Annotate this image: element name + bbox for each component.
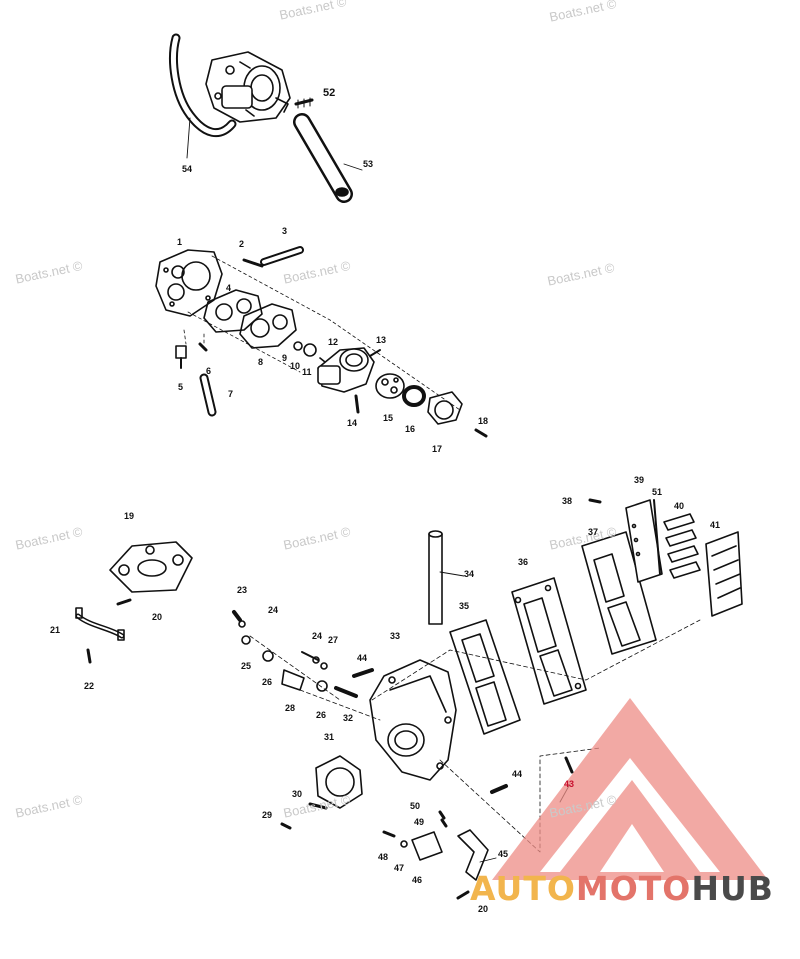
callout-label: 54	[182, 164, 193, 174]
callout-label: 4	[226, 283, 232, 293]
callout-label: 26	[316, 710, 327, 720]
callout-label: 20	[152, 612, 163, 622]
callout-label: 14	[347, 418, 358, 428]
callout-label: 3	[282, 226, 288, 236]
callout-label: 15	[383, 413, 394, 423]
bracket-19	[109, 541, 193, 593]
callout-label: 47	[394, 863, 405, 873]
callout-label: 50	[410, 801, 421, 811]
hose-53	[293, 113, 353, 203]
reed-block-41	[705, 531, 743, 617]
reed-block-33	[369, 659, 457, 781]
callout-label: 31	[324, 732, 335, 742]
callout-label: 46	[412, 875, 423, 885]
callout-label: 52	[323, 87, 336, 99]
callout-label: 22	[84, 681, 95, 691]
bracket-46	[411, 831, 443, 861]
callout-label: 12	[328, 337, 339, 347]
callout-label: 13	[376, 335, 387, 345]
callout-label: 24	[268, 605, 279, 615]
callout-label: 18	[478, 416, 489, 426]
fuel-pump-assembly	[205, 51, 291, 123]
callout-label: 16	[405, 424, 416, 434]
callout-label: 33	[390, 631, 401, 641]
gasket-37	[581, 531, 657, 655]
callout-label: 23	[237, 585, 248, 595]
callout-label: 30	[292, 789, 303, 799]
hose-54	[169, 33, 237, 138]
lever-45	[457, 829, 489, 881]
callout-label: 19	[124, 511, 135, 521]
callout-label: 9	[282, 353, 288, 363]
callout-label: 44	[512, 769, 523, 779]
callout-label: 5	[178, 382, 184, 392]
callout-label: 25	[241, 661, 252, 671]
callout-label: 41	[710, 520, 721, 530]
callout-label: 37	[588, 527, 599, 537]
callout-label: 53	[363, 159, 374, 169]
callout-label: 8	[258, 357, 264, 367]
callout-label: 40	[674, 501, 685, 511]
screw-2-hose-3	[242, 246, 304, 268]
callout-label: 49	[414, 817, 425, 827]
gasket-35	[449, 619, 521, 735]
callout-label: 1	[177, 237, 183, 247]
callout-label: 11	[302, 367, 312, 377]
callout-label: 6	[206, 366, 212, 376]
plate-36	[511, 577, 587, 705]
brand-logo-text: AUTOMOTOHUB	[470, 872, 774, 905]
linkage-23-32	[232, 610, 374, 698]
callout-label: 24	[312, 631, 323, 641]
callout-label: 38	[562, 496, 573, 506]
callout-label: 44	[357, 653, 368, 663]
callout-label: 34	[464, 569, 475, 579]
callout-label-highlighted: 43	[564, 779, 575, 789]
brand-part-auto: AUTO	[470, 869, 576, 908]
callout-label: 32	[343, 713, 354, 723]
callout-label: 2	[239, 239, 245, 249]
callout-label: 45	[498, 849, 509, 859]
callout-label: 28	[285, 703, 296, 713]
clamp-21	[75, 607, 125, 641]
brand-part-hub: HUB	[691, 869, 774, 908]
callout-label: 10	[290, 361, 301, 371]
reed-petals-40	[663, 513, 701, 579]
gasket-4-8	[203, 289, 297, 349]
callout-label: 39	[634, 475, 645, 485]
callout-label: 48	[378, 852, 389, 862]
part-52	[294, 97, 314, 109]
pump-parts-9-18	[293, 341, 488, 438]
gasket-31	[315, 755, 363, 809]
callout-label: 20	[478, 904, 489, 914]
rod-34	[428, 530, 443, 625]
callout-label: 51	[652, 487, 663, 497]
callout-label: 27	[328, 635, 339, 645]
callout-label: 17	[432, 444, 443, 454]
brand-logo-triangle	[492, 698, 768, 880]
fitting-5-6-hose-7	[175, 342, 217, 417]
callout-label: 26	[262, 677, 273, 687]
pump-cover-1	[155, 249, 223, 317]
callout-label: 36	[518, 557, 529, 567]
callout-label: 7	[228, 389, 234, 399]
brand-part-moto: MOTO	[575, 869, 692, 908]
reed-stop-39-51	[625, 499, 663, 583]
callout-label: 21	[50, 625, 61, 635]
callout-label: 29	[262, 810, 273, 820]
callout-label: 35	[459, 601, 470, 611]
